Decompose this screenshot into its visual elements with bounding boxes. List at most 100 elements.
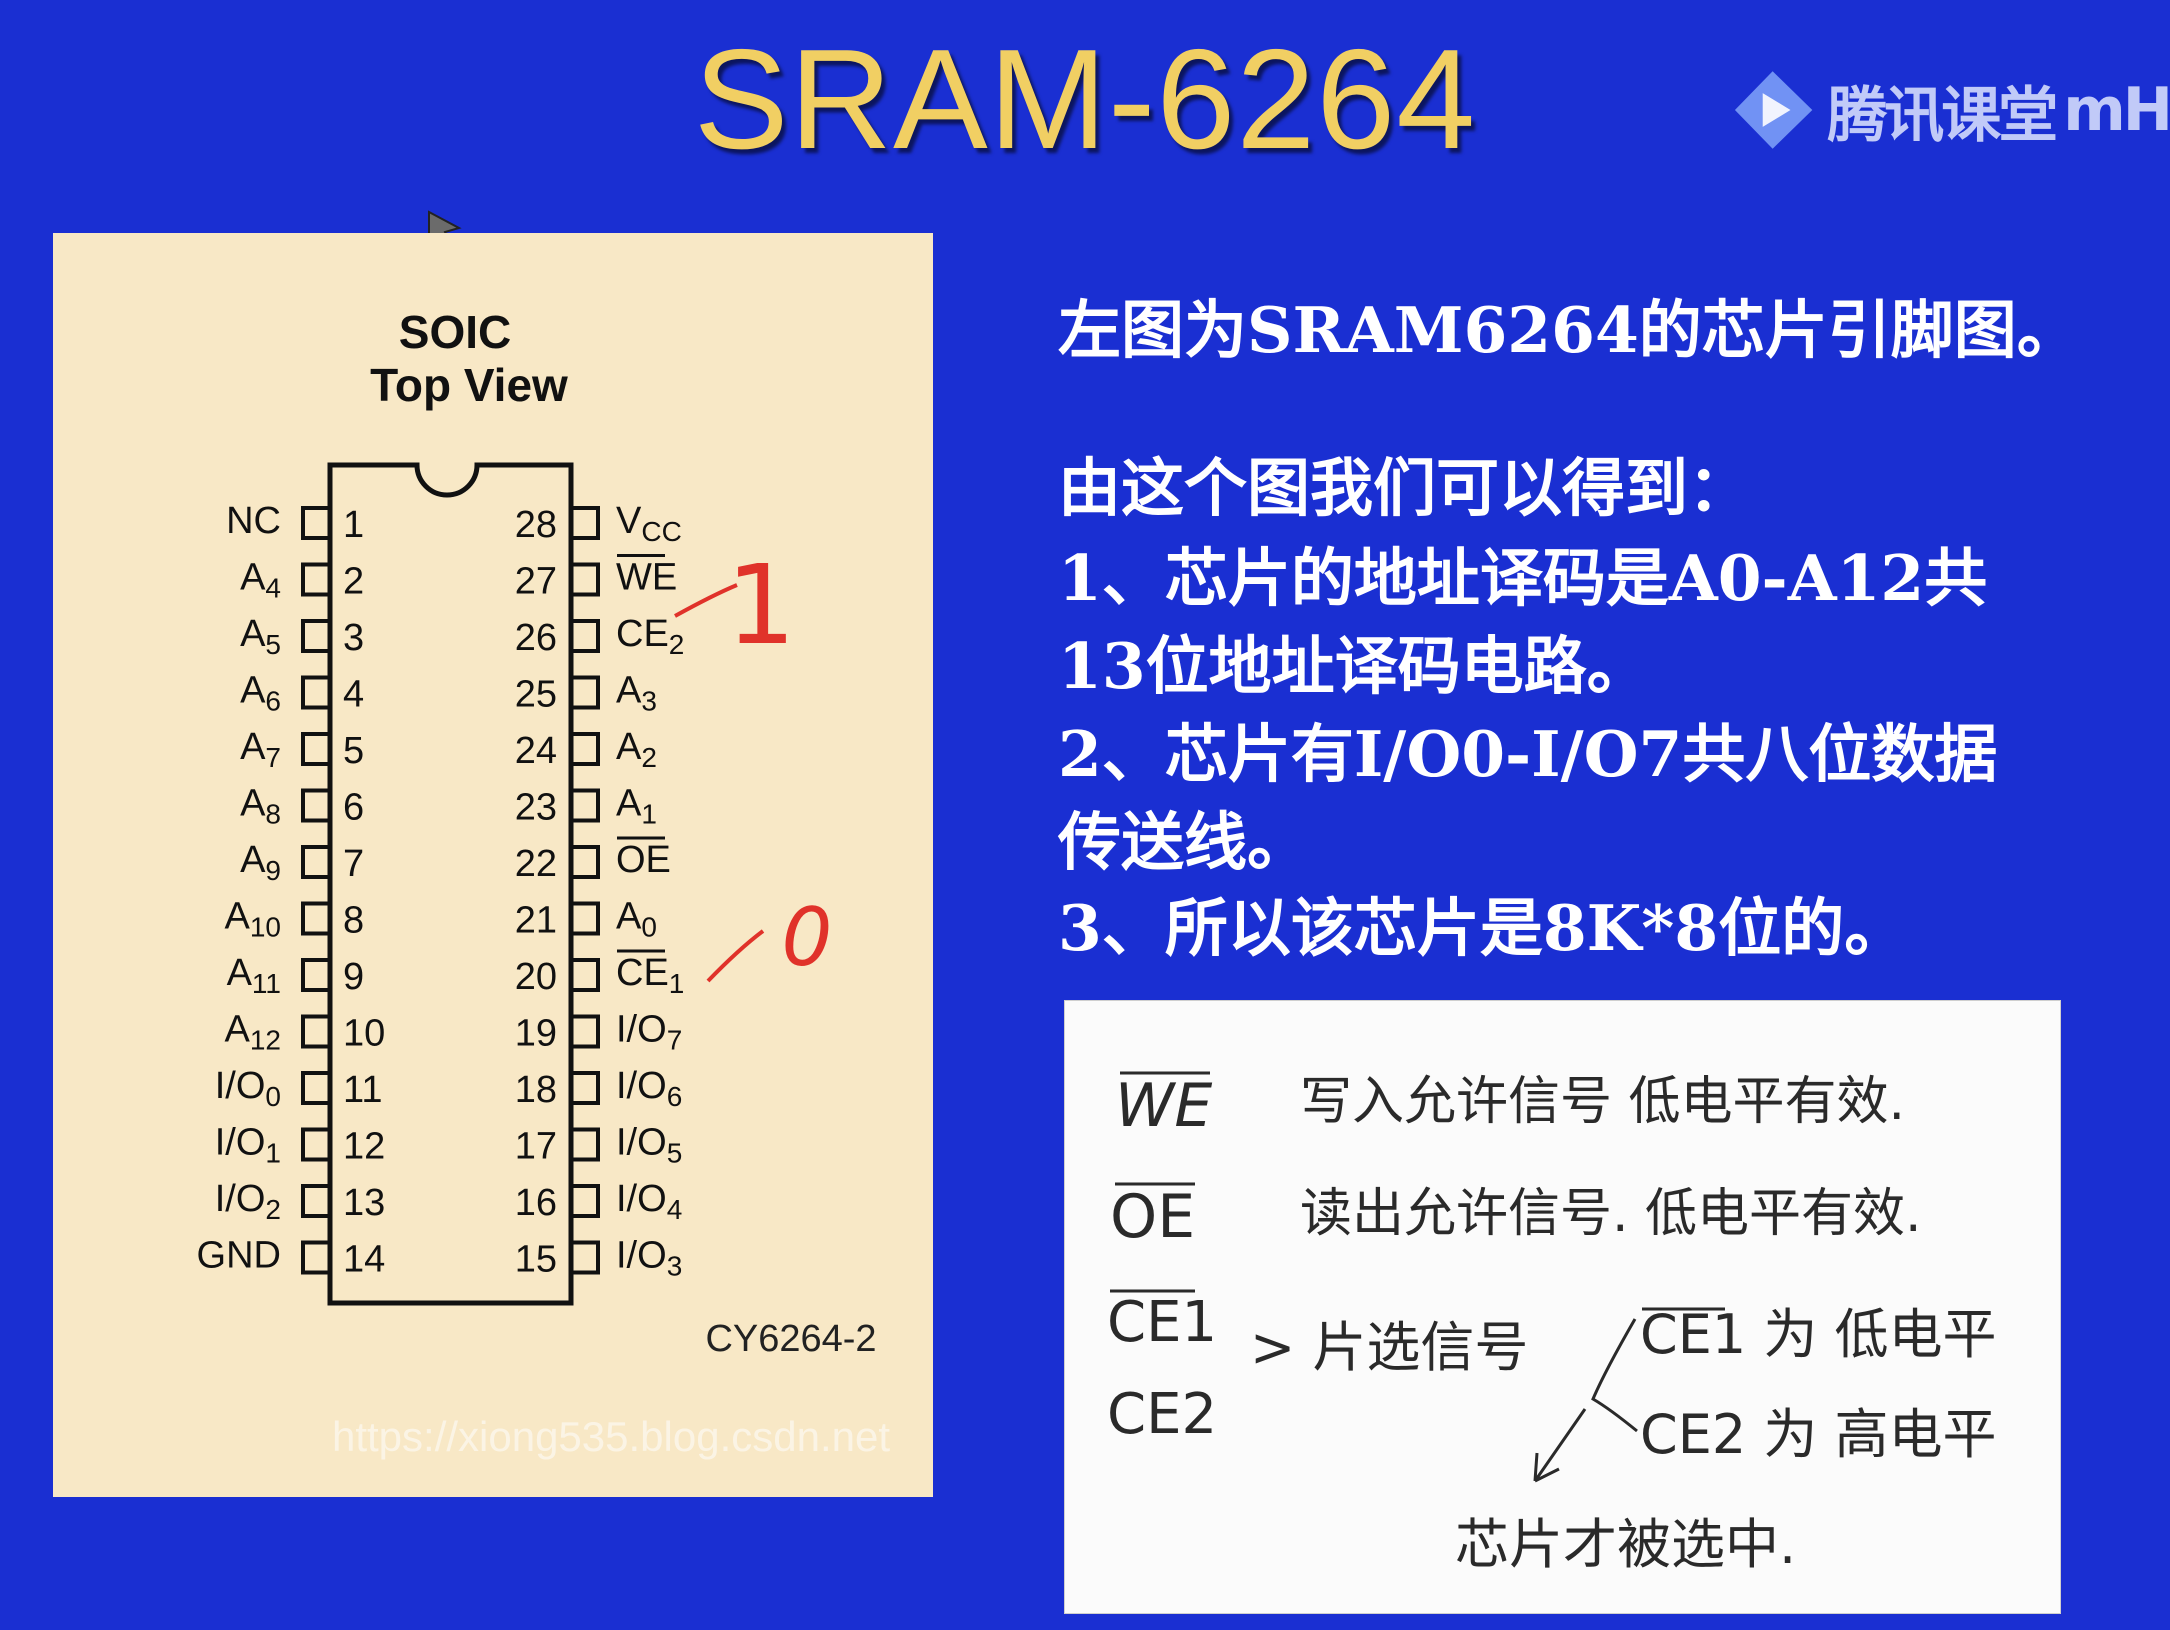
pin-20-label: CE1 [616,952,684,999]
pin-17-lead [569,1127,600,1162]
pin-19-number: 19 [515,1013,557,1055]
pin-13-label: I/O2 [215,1178,281,1225]
note-canvas: WE 写入允许信号 低电平有效. OE 读出允许信号. 低电平有效. CE1 C… [1107,1071,1997,1576]
pin-11-number: 11 [343,1069,382,1111]
pin-7-lead [301,845,332,879]
pin-25-lead [569,675,600,710]
chip-pinout-diagram: SOIC Top View 1NC2A43A54A65A76A87A98A109… [197,306,891,1460]
play-logo-icon [1734,71,1813,149]
we-description: 写入允许信号 低电平有效. [1300,1072,1905,1132]
pin-15-number: 15 [515,1239,557,1281]
pin-8-number: 8 [343,900,364,942]
brand-name: 腾讯课堂 [1827,80,2058,151]
oe-description: 读出允许信号. 低电平有效. [1300,1184,1922,1244]
pin-27-lead [569,562,600,597]
pin-4-number: 4 [343,674,364,716]
pin-22-lead [569,845,600,879]
pin-12-label: I/O1 [215,1122,281,1169]
pin-8-lead [301,901,332,936]
pin-1-lead [301,506,332,540]
pin-5-label: A7 [240,726,281,773]
pin-14-label: GND [197,1235,281,1277]
chip-heading-line2: Top View [370,359,568,411]
pin-1-label: NC [226,500,281,542]
pin-21-number: 21 [515,900,557,942]
pin-16-lead [569,1184,600,1218]
pin-6-label: A8 [240,783,281,830]
handwritten-note: WE 写入允许信号 低电平有效. OE 读出允许信号. 低电平有效. CE1 C… [1064,1000,2061,1614]
pin-2-number: 2 [343,561,364,603]
pin-4-label: A6 [240,670,281,717]
brand-trail: mH [2063,75,2170,145]
chip-heading-line1: SOIC [399,306,511,358]
pin-21-label: A0 [616,896,657,943]
pin-16-number: 16 [515,1182,557,1224]
pin-23-label: A1 [616,783,657,830]
pin-25-number: 25 [515,674,557,716]
ce2-label: CE2 [1107,1382,1217,1447]
ce2-annotation-mark: 1 [726,541,796,669]
pin-17-label: I/O5 [616,1122,682,1169]
pin-20-lead [569,958,600,992]
chip-select-description: > 片选信号 [1250,1316,1528,1379]
pin-16-label: I/O4 [616,1178,682,1225]
pin-19-lead [569,1014,600,1049]
pin-10-number: 10 [343,1013,385,1055]
pin-23-lead [569,788,600,823]
pin-5-number: 5 [343,730,364,772]
pin-10-label: A12 [224,1009,281,1056]
pin-28-label: VCC [616,500,682,547]
pin-18-label: I/O6 [616,1065,682,1112]
pin-7-label: A9 [240,839,281,886]
pin-26-number: 26 [515,617,557,659]
description-line-6: 传送线。 [1058,805,1310,879]
description-line-2: 由这个图我们可以得到： [1058,451,1751,525]
result-arrow-icon [1533,1408,1587,1483]
pin-2-label: A4 [240,557,281,604]
oe-label: OE [1110,1182,1195,1252]
pin-12-lead [301,1127,332,1162]
slide-title: SRAM-6264 [693,20,1477,179]
pin-9-label: A11 [227,952,281,999]
pin-13-number: 13 [343,1182,385,1224]
pin-7-number: 7 [343,843,364,885]
ce1-condition: CE1 为 低电平 [1640,1303,1997,1366]
pin-12-number: 12 [343,1126,385,1168]
pin-26-lead [569,619,600,653]
pin-19-label: I/O7 [616,1009,682,1056]
result-text: 芯片才被选中. [1455,1513,1796,1576]
pin-8-label: A10 [224,896,281,943]
pin-4-lead [301,675,332,710]
pin-15-lead [569,1240,600,1275]
pin-5-lead [301,732,332,766]
chip-body [327,462,574,1306]
ce2-annotation-stroke [674,583,738,618]
pin-9-lead [301,958,332,992]
pin-26-label: CE2 [616,613,684,660]
description-line-5: 2、芯片有I/O0-I/O7共八位数据 [1058,717,1998,791]
pin-24-number: 24 [515,730,557,772]
pin-6-number: 6 [343,787,364,829]
ce2-condition: CE2 为 高电平 [1640,1403,1997,1466]
brand-watermark: 腾讯课堂 mH [1725,55,2170,165]
pin-3-lead [301,619,332,653]
pin-27-number: 27 [515,561,557,603]
description-line-3: 1、芯片的地址译码是A0-A12共 [1058,541,1988,615]
pin-18-number: 18 [515,1069,557,1111]
pin-13-lead [301,1184,332,1218]
pin-20-number: 20 [515,956,557,998]
pin-9-number: 9 [343,956,364,998]
pin-10-lead [301,1014,332,1049]
description-line-7: 3、所以该芯片是8K*8位的。 [1058,891,1908,965]
part-number: CY6264-2 [705,1318,876,1360]
pin-22-number: 22 [515,843,557,885]
pin-24-label: A2 [616,726,657,773]
pin-22-label: OE [616,839,671,881]
pin-25-label: A3 [616,670,657,717]
pin-17-number: 17 [515,1126,557,1168]
pin-11-lead [301,1071,332,1105]
pin-28-number: 28 [515,504,557,546]
pin-1-number: 1 [343,504,364,546]
ce1-annotation-stroke [706,929,765,983]
